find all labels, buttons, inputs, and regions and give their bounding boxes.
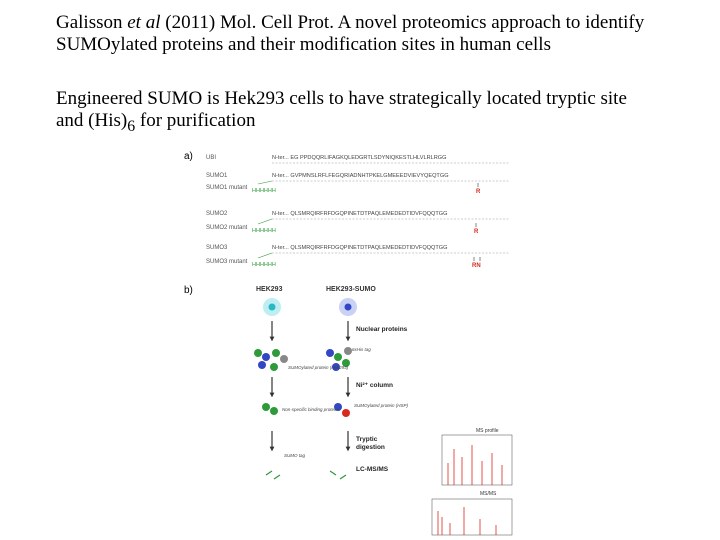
row-seq-sumo3: N-ter... QLSMRQIRFRFDGQPINETDTPAQLEMEDED… xyxy=(272,245,448,251)
figure-svg: a) UBI SUMO1 SUMO1 mutant SUMO2 SUMO2 mu… xyxy=(180,145,520,540)
step-column: Ni²⁺ column xyxy=(356,382,393,389)
citation-etal: et al xyxy=(127,12,160,33)
summary-text: Engineered SUMO is Hek293 cells to have … xyxy=(56,88,627,138)
step-lcms: LC-MS/MS xyxy=(356,466,389,473)
sumo-protein-label: SUMOylated protein (Hek293) xyxy=(288,365,349,370)
summary-line1: Engineered SUMO is Hek293 cells to have … xyxy=(56,88,627,109)
step-digest-2: digestion xyxy=(356,444,385,451)
cells-right-label: HEK293-SUMO xyxy=(326,286,376,293)
tag-label: 6xHis tag xyxy=(352,347,371,352)
sumo-tag-label: SUMO tag xyxy=(284,453,306,458)
mutation-sumo2: R xyxy=(474,229,479,235)
panel-a-label: a) xyxy=(184,151,193,162)
his-tag-sumo1: HHHHHH xyxy=(252,188,276,194)
row-seq-sumo1: N-ter... GVPMNSLRFLFEGQRIADNHTPKELGMEEED… xyxy=(272,173,449,179)
ms-profile-label: MS profile xyxy=(476,428,499,434)
citation-text: Galisson et al (2011) Mol. Cell Prot. A … xyxy=(56,12,720,56)
summary-line2-post: for purification xyxy=(135,110,255,131)
cells-left-label: HEK293 xyxy=(256,286,283,293)
summary-line2-pre: and (His) xyxy=(56,110,127,131)
row-name-ubi: UBI xyxy=(206,155,216,161)
nucleus-right-icon xyxy=(345,304,352,311)
step-digest-1: Tryptic xyxy=(356,436,378,443)
sumoylated-label: SUMOylated protein (HSP) xyxy=(354,403,409,408)
proteomics-figure: a) UBI SUMO1 SUMO1 mutant SUMO2 SUMO2 mu… xyxy=(180,145,520,540)
his-tag-sumo2: HHHHHH xyxy=(252,228,276,234)
summary-line2-sub: 6 xyxy=(127,118,135,135)
msms-plot xyxy=(432,499,512,535)
nucleus-left-icon xyxy=(269,304,276,311)
row-name-sumo2: SUMO2 xyxy=(206,211,228,217)
row-name-sumo1-mutant: SUMO1 mutant xyxy=(206,185,248,191)
mutation-sumo3: RN xyxy=(472,263,481,269)
his-tag-sumo3: HHHHHH xyxy=(252,262,276,268)
row-name-sumo3-mutant: SUMO3 mutant xyxy=(206,259,248,265)
msms-label: MS/MS xyxy=(480,491,497,497)
nonspecific-label: Non-specific binding proteins xyxy=(282,407,341,412)
step-nuclear: Nuclear proteins xyxy=(356,326,408,333)
ms-profile-plot xyxy=(442,435,512,485)
citation-authors: Galisson xyxy=(56,12,127,33)
mutation-sumo1: R xyxy=(476,189,481,195)
row-name-sumo3: SUMO3 xyxy=(206,245,228,251)
row-name-sumo1: SUMO1 xyxy=(206,173,228,179)
row-name-sumo2-mutant: SUMO2 mutant xyxy=(206,225,248,231)
row-seq-sumo2: N-ter... QLSMRQIRFRFDGQPINETDTPAQLEMEDED… xyxy=(272,211,448,217)
panel-b-label: b) xyxy=(184,285,193,296)
row-seq-ubi: N-ter... EG PPDQQRLIFAGKQLEDGRTLSDYNIQKE… xyxy=(272,155,447,161)
